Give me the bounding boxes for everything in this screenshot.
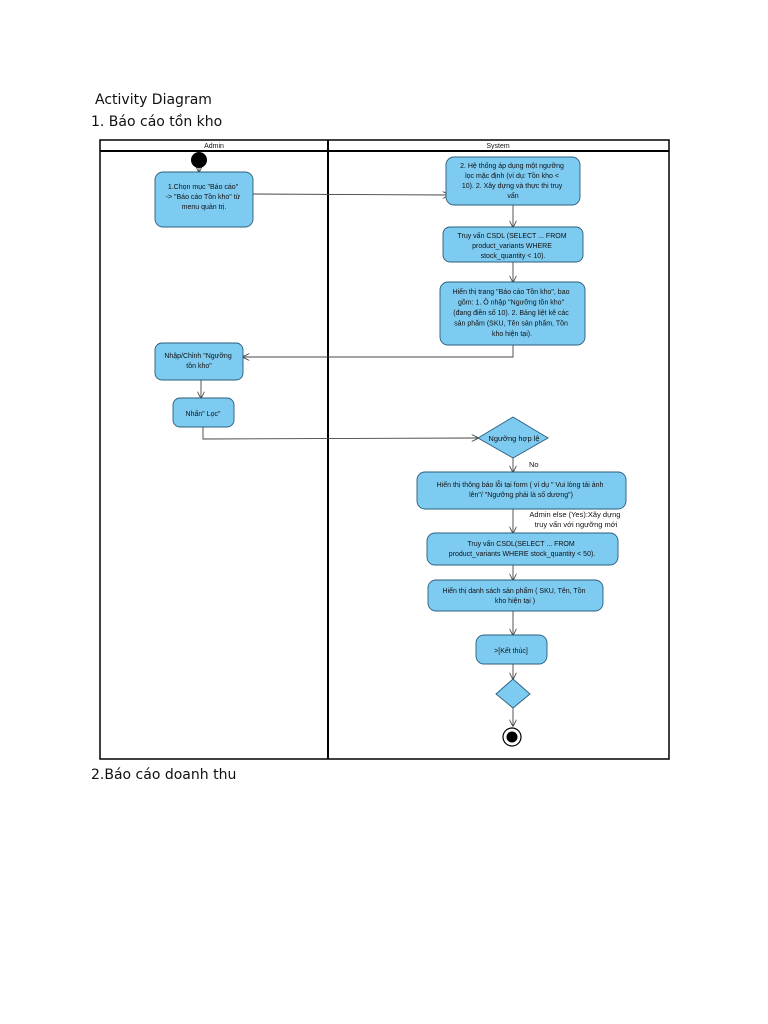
swimlane-frame bbox=[99, 139, 670, 760]
svg-text:Ngưỡng hợp lệ: Ngưỡng hợp lệ bbox=[488, 434, 539, 443]
svg-text:Hiển thị thông báo lỗi tại for: Hiển thị thông báo lỗi tại form ( ví dụ … bbox=[437, 480, 606, 499]
svg-text:Hiển thị danh sách sản phẩm (: Hiển thị danh sách sản phẩm ( SKU, Tên, … bbox=[443, 586, 588, 605]
action-show-product-list: Hiển thị danh sách sản phẩm ( SKU, Tên, … bbox=[427, 579, 604, 612]
action-end: >[Kết thúc] bbox=[475, 634, 548, 665]
flow-edges bbox=[199, 168, 513, 726]
svg-text:Truy vấn CSDL(SELECT ... FROM: Truy vấn CSDL(SELECT ... FROM product_va… bbox=[449, 539, 596, 558]
action-select-report-menu: 1.Chọn mục "Báo cáo" -> "Báo cáo Tồn kho… bbox=[154, 171, 254, 228]
section-2-title: 2.Báo cáo doanh thu bbox=[91, 767, 237, 783]
merge-node bbox=[495, 678, 531, 709]
svg-text:2. Hệ thống áp dụng một ngưỡng: 2. Hệ thống áp dụng một ngưỡng lọc mặc đ… bbox=[460, 161, 566, 200]
action-show-inventory-report: Hiển thị trang "Báo cáo Tồn kho", bao gồ… bbox=[439, 281, 586, 346]
edge-report-to-threshold bbox=[243, 345, 514, 357]
action-press-filter: Nhấn" Lọc" bbox=[172, 397, 235, 428]
action-query-database: Truy vấn CSDL (SELECT ... FROM product_v… bbox=[442, 226, 584, 263]
decision-threshold-valid: Ngưỡng hợp lệ bbox=[477, 416, 549, 459]
svg-text:Nhấn" Lọc": Nhấn" Lọc" bbox=[186, 409, 221, 418]
initial-node bbox=[191, 152, 207, 168]
edge-select-to-apply bbox=[252, 194, 449, 195]
svg-text:Hiển thị trang "Báo cáo Tồn kh: Hiển thị trang "Báo cáo Tồn kho", bao gồ… bbox=[453, 287, 572, 338]
diagram-heading: Activity Diagram bbox=[95, 92, 212, 108]
action-show-error: Hiển thị thông báo lỗi tại form ( ví dụ … bbox=[416, 471, 627, 510]
svg-text:1.Chọn mục "Báo cáo" ->: 1.Chọn mục "Báo cáo" -> "Báo cáo Tồn kho… bbox=[166, 184, 243, 211]
lane-admin-label: Admin bbox=[204, 143, 224, 150]
edge-filter-to-decision bbox=[202, 427, 478, 439]
action-enter-threshold: Nhập/Chỉnh "Ngưỡng tồn kho" bbox=[154, 342, 244, 381]
action-query-new-threshold: Truy vấn CSDL(SELECT ... FROM product_va… bbox=[426, 532, 619, 566]
action-apply-default-filter: 2. Hệ thống áp dụng một ngưỡng lọc mặc đ… bbox=[445, 156, 581, 206]
svg-text:Nhập/Chỉnh "Ngưỡng tồn k: Nhập/Chỉnh "Ngưỡng tồn kho" bbox=[164, 352, 233, 370]
svg-text:Truy vấn CSDL (SELECT ... FROM: Truy vấn CSDL (SELECT ... FROM product_v… bbox=[458, 231, 569, 260]
svg-text:>[Kết thúc]: >[Kết thúc] bbox=[494, 646, 528, 655]
final-node bbox=[502, 727, 522, 747]
section-1-title: 1. Báo cáo tồn kho bbox=[91, 114, 223, 130]
lane-system-label: System bbox=[486, 143, 510, 150]
guard-else-yes-label: Admin else (Yes):Xây dựng truy vấn với n… bbox=[529, 510, 622, 529]
guard-no-label: No bbox=[529, 460, 539, 469]
